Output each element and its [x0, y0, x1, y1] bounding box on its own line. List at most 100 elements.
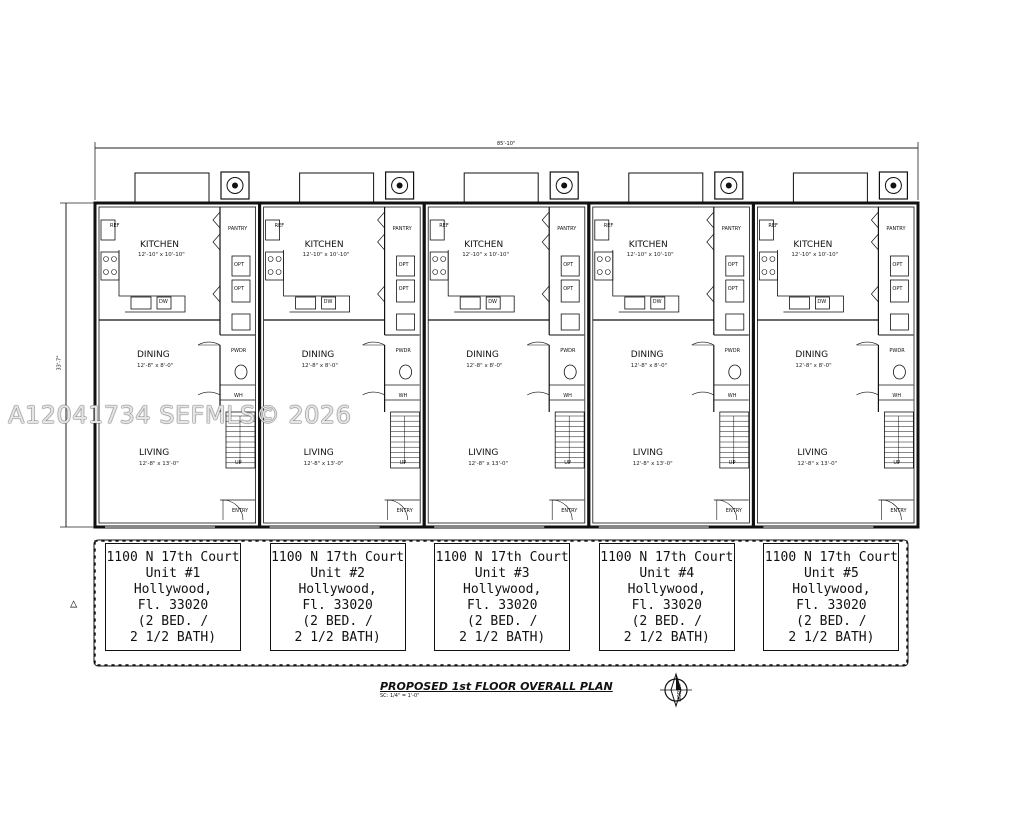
water-heater-label: WH: [727, 393, 737, 399]
unit-beds: (2 BED. /: [631, 614, 703, 629]
unit-baths: 2 1/2 BATH): [459, 630, 546, 645]
unit-city: Hollywood,: [298, 582, 377, 597]
dining-dimension: 12'-8" x 8'-0": [795, 363, 832, 369]
option-label: OPT: [398, 286, 409, 292]
kitchen-label: KITCHEN: [140, 240, 179, 250]
entry-label: ENTRY: [890, 508, 907, 514]
unit-baths: 2 1/2 BATH): [788, 630, 875, 645]
entry-label: ENTRY: [725, 508, 742, 514]
watermark: A12041734 SEFMLS© 2026: [8, 401, 352, 429]
unit-plan-3: [422, 171, 591, 529]
unit-baths: 2 1/2 BATH): [129, 630, 217, 645]
pantry-label: PANTRY: [557, 226, 577, 232]
plan-scale: SC: 1/4" = 1'-0": [380, 693, 420, 699]
refrigerator-label: REF: [110, 223, 120, 229]
overall-dimension-text: 85'-10": [497, 141, 516, 147]
water-heater-label: WH: [234, 393, 243, 399]
unit-plan-5: [751, 171, 920, 529]
unit-state-zip: Fl. 33020: [302, 598, 373, 613]
unit-beds: (2 BED. /: [466, 614, 538, 629]
warning-triangle-icon: △: [70, 596, 78, 610]
option-label: OPT: [563, 262, 574, 268]
unit-unit: Unit #5: [803, 566, 859, 581]
dining-label: DINING: [630, 350, 664, 360]
unit-state-zip: Fl. 33020: [466, 598, 538, 613]
living-label: LIVING: [303, 448, 334, 458]
depth-dimension-text: 33'-7": [56, 355, 63, 371]
kitchen-dimension: 12'-10" x 10'-10": [462, 252, 509, 258]
powder-room-label: PWDR: [395, 348, 411, 354]
dining-label: DINING: [137, 350, 170, 360]
unit-beds: (2 BED. /: [796, 614, 867, 629]
living-label: LIVING: [468, 448, 499, 458]
living-dimension: 12'-8" x 13'-0": [303, 461, 344, 467]
kitchen-label: KITCHEN: [464, 240, 504, 250]
dishwasher-label: DW: [817, 299, 827, 305]
option-label: OPT: [398, 262, 409, 268]
refrigerator-label: REF: [439, 223, 449, 229]
unit-city: Hollywood,: [133, 582, 213, 597]
unit-address: 1100 N 17th Court: [764, 550, 898, 565]
north-arrow: [660, 672, 692, 708]
pantry-label: PANTRY: [886, 226, 906, 232]
stair-up-label: UP: [564, 460, 571, 466]
living-dimension: 12'-8" x 13'-0": [797, 461, 838, 467]
option-label: OPT: [727, 262, 738, 268]
living-label: LIVING: [797, 448, 828, 458]
kitchen-label: KITCHEN: [304, 240, 344, 250]
unit-address: 1100 N 17th Court: [271, 550, 405, 565]
living-label: LIVING: [632, 448, 663, 458]
powder-room-label: PWDR: [889, 348, 905, 354]
option-label: OPT: [727, 286, 738, 292]
pantry-label: PANTRY: [721, 226, 741, 232]
unit-baths: 2 1/2 BATH): [623, 630, 710, 645]
unit-city: Hollywood,: [792, 582, 871, 597]
unit-unit: Unit #3: [474, 566, 530, 581]
unit-plan-4: [587, 171, 755, 529]
water-heater-label: WH: [892, 393, 902, 399]
entry-label: ENTRY: [561, 508, 578, 514]
powder-room-label: PWDR: [724, 348, 741, 354]
dining-label: DINING: [466, 350, 499, 360]
water-heater-label: WH: [563, 393, 572, 399]
dining-dimension: 12'-8" x 8'-0": [137, 363, 174, 369]
stair-up-label: UP: [728, 460, 736, 466]
dishwasher-label: DW: [159, 299, 168, 305]
refrigerator-label: REF: [768, 223, 778, 229]
entry-label: ENTRY: [232, 508, 249, 514]
unit-city: Hollywood,: [627, 582, 706, 597]
dishwasher-label: DW: [323, 299, 333, 305]
dining-dimension: 12'-8" x 8'-0": [466, 363, 503, 369]
refrigerator-label: REF: [274, 223, 285, 229]
option-label: OPT: [234, 262, 245, 268]
unit-state-zip: Fl. 33020: [796, 598, 867, 613]
north-label: NORTH: [676, 684, 683, 702]
option-label: OPT: [234, 286, 245, 292]
option-label: OPT: [563, 286, 574, 292]
powder-room-label: PWDR: [560, 348, 576, 354]
pantry-label: PANTRY: [228, 226, 248, 232]
unit-address: 1100 N 17th Court: [435, 550, 569, 565]
stair-up-label: UP: [235, 460, 242, 466]
living-dimension: 12'-8" x 13'-0": [468, 461, 508, 467]
kitchen-dimension: 12'-10" x 10'-10": [626, 252, 674, 258]
unit-unit: Unit #1: [145, 566, 201, 581]
dining-label: DINING: [795, 350, 829, 360]
powder-room-label: PWDR: [231, 348, 247, 354]
kitchen-label: KITCHEN: [628, 240, 668, 250]
kitchen-dimension: 12'-10" x 10'-10": [138, 252, 185, 258]
unit-state-zip: Fl. 33020: [631, 598, 703, 613]
kitchen-dimension: 12'-10" x 10'-10": [302, 252, 350, 258]
unit-unit: Unit #2: [310, 566, 365, 581]
kitchen-dimension: 12'-10" x 10'-10": [791, 252, 839, 258]
dining-label: DINING: [301, 350, 335, 360]
unit-baths: 2 1/2 BATH): [294, 630, 381, 645]
refrigerator-label: REF: [603, 223, 614, 229]
kitchen-label: KITCHEN: [793, 240, 833, 250]
option-label: OPT: [892, 262, 903, 268]
